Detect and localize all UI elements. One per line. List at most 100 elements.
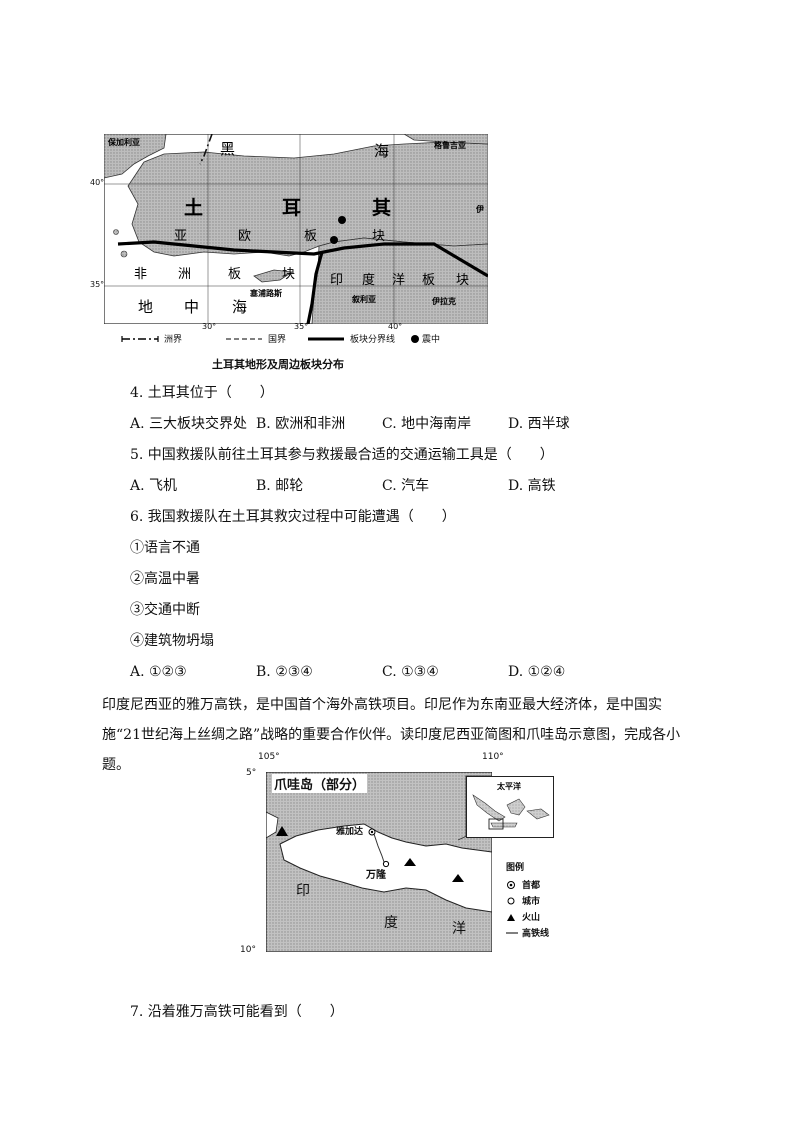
volcano-legend-icon (507, 914, 515, 921)
ocean-label-2: 度 (384, 915, 398, 931)
label-africa-4: 块 (282, 267, 295, 282)
question-6-option-a[interactable]: A. ①②③ (130, 664, 187, 680)
legend-volcano: 火山 (522, 913, 541, 923)
epicenter-dot (338, 216, 346, 224)
java-legend: 图例 首都 城市 火山 高铁线 (506, 860, 566, 942)
epicenter-dot (330, 236, 338, 244)
volcano-icon (276, 826, 288, 836)
legend-capital: 首都 (522, 881, 541, 891)
epicenter-icon (411, 335, 419, 343)
legend-title: 图例 (506, 863, 525, 873)
label-bulgaria: 保加利亚 (107, 137, 140, 147)
java-map-lon105: 105° (258, 752, 280, 762)
label-india-1: 印 (330, 273, 343, 288)
capital-icon (507, 881, 515, 889)
question-5-option-b[interactable]: B. 邮轮 (256, 478, 304, 494)
question-4-option-a[interactable]: A. 三大板块交界处 (130, 416, 248, 432)
railway-legend-icon (506, 932, 518, 934)
label-africa-1: 非 (134, 267, 147, 282)
continent-line-icon (121, 336, 159, 342)
label-eurasia-4: 块 (372, 229, 385, 244)
question-5-option-c[interactable]: C. 汽车 (382, 478, 430, 494)
plate-boundary-north (117, 240, 489, 278)
legend-continent: 洲界 (164, 335, 183, 345)
bandung-label: 万隆 (366, 870, 386, 881)
question-6-item-3: ③交通中断 (130, 602, 200, 618)
question-7-stem: 7. 沿着雅万高铁可能看到（ ） (130, 1004, 344, 1020)
question-6-option-c[interactable]: C. ①③④ (382, 664, 439, 680)
label-iraq: 伊拉克 (431, 296, 456, 306)
plate-boundary-south (306, 251, 324, 325)
label-turkey-2: 耳 (282, 197, 301, 219)
jakarta-label: 雅加达 (336, 827, 364, 837)
question-6-option-b[interactable]: B. ②③④ (256, 664, 313, 680)
city-icon (507, 897, 515, 905)
java-map (265, 771, 553, 953)
label-africa-3: 板 (228, 267, 241, 282)
question-6-stem: 6. 我国救援队在土耳其救灾过程中可能遭遇（ ） (130, 509, 456, 525)
turkey-map-svg: 保加利亚 黑 海 格鲁吉亚 土 耳 其 亚 欧 板 块 非 洲 板 块 印 度 … (103, 133, 489, 325)
label-eurasia-1: 亚 (174, 229, 187, 244)
question-4-option-b[interactable]: B. 欧洲和非洲 (256, 416, 346, 432)
national-line-icon (226, 338, 262, 340)
lon-35-label: 35° (294, 322, 309, 331)
railway-line (373, 833, 385, 863)
bulgaria-land (103, 133, 167, 179)
question-6-item-4: ④建筑物坍塌 (130, 633, 214, 649)
question-6-option-d[interactable]: D. ①②④ (508, 664, 566, 680)
turkey-map-legend: 洲界 国界 板块分界线 震中 (120, 332, 500, 346)
legend-national: 国界 (268, 335, 287, 345)
inset-map-box: 太平洋 (466, 776, 554, 838)
label-georgia: 格鲁吉亚 (434, 140, 466, 150)
question-5-option-a[interactable]: A. 飞机 (130, 478, 178, 494)
turkey-map-caption: 土耳其地形及周边板块分布 (212, 358, 344, 371)
ocean-label-3: 洋 (452, 921, 466, 937)
question-4-option-c[interactable]: C. 地中海南岸 (382, 416, 472, 432)
question-6-item-2: ②高温中暑 (130, 571, 200, 587)
legend-plate: 板块分界线 (350, 335, 396, 345)
turkey-map: 保加利亚 黑 海 格鲁吉亚 土 耳 其 亚 欧 板 块 非 洲 板 块 印 度 … (103, 133, 489, 325)
volcano-icon (404, 858, 416, 866)
java-map-lon110: 110° (482, 752, 504, 762)
lon-30-label: 30° (202, 322, 217, 331)
lon-40-label: 40° (388, 322, 403, 331)
java-map-svg (265, 771, 553, 953)
inset-label: 太平洋 (496, 781, 521, 791)
label-med-2: 中 (184, 298, 199, 316)
label-india-5: 块 (456, 273, 469, 288)
question-4-option-d[interactable]: D. 西半球 (508, 416, 570, 432)
label-iran: 伊 (475, 204, 484, 214)
java-map-title: 爪哇岛（部分） (272, 774, 368, 793)
label-syria: 叙利亚 (352, 294, 376, 304)
continent-boundary (199, 133, 213, 165)
question-6-item-1: ①语言不通 (130, 540, 200, 556)
inset-map-svg: 太平洋 (472, 781, 550, 830)
label-india-2: 度 (362, 272, 375, 288)
label-sea: 海 (374, 142, 389, 160)
label-black: 黑 (220, 140, 235, 158)
label-eurasia-3: 板 (304, 229, 317, 244)
label-eurasia-2: 欧 (238, 229, 251, 244)
lat-40-label: 40° (90, 178, 105, 187)
lat-35-label: 35° (90, 280, 105, 289)
legend-city: 城市 (522, 897, 541, 907)
java-map-lat10: 10° (240, 945, 256, 955)
label-africa-2: 洲 (178, 267, 191, 282)
legend-epicenter: 震中 (422, 335, 441, 345)
ocean-label-1: 印 (296, 883, 310, 899)
label-cyprus: 塞浦路斯 (249, 288, 282, 298)
label-med-1: 地 (138, 298, 153, 316)
label-turkey-3: 其 (372, 197, 391, 219)
label-turkey-1: 土 (184, 197, 203, 219)
question-5-option-d[interactable]: D. 高铁 (508, 478, 556, 494)
java-map-lat5: 5° (246, 768, 257, 778)
bandung-city-icon (382, 860, 390, 868)
cyprus-land (253, 269, 294, 283)
question-4-stem: 4. 土耳其位于（ ） (130, 385, 274, 401)
legend-rail: 高铁线 (522, 929, 550, 939)
label-india-3: 洋 (392, 273, 405, 288)
intro-paragraph: 印度尼西亚的雅万高铁，是中国首个海外高铁项目。印尼作为东南亚最大经济体，是中国实… (102, 697, 681, 773)
plate-line-icon (308, 337, 344, 341)
label-india-4: 板 (422, 273, 435, 288)
georgia-land (402, 133, 489, 145)
